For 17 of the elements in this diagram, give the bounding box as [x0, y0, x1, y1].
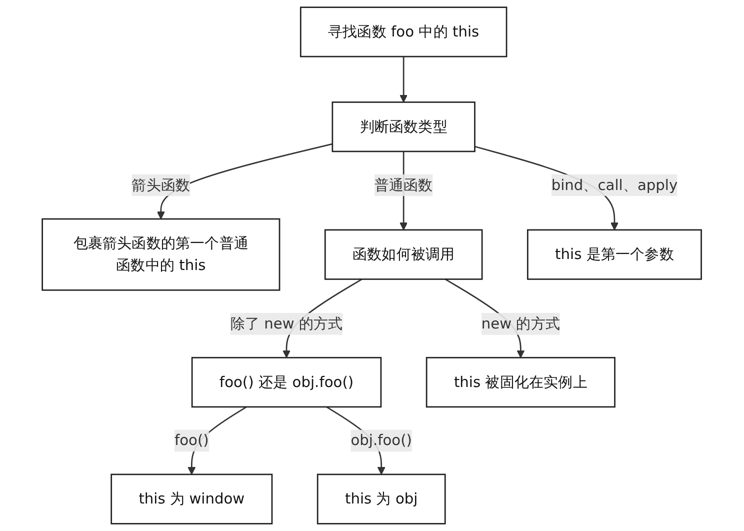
edge-label: foo(): [174, 432, 210, 449]
node-box: this 为 obj: [317, 474, 446, 524]
node-box: this 是第一个参数: [527, 229, 702, 280]
node-box: 函数如何被调用: [324, 229, 483, 280]
node-box: this 为 window: [110, 474, 273, 524]
node-box: 判断函数类型: [332, 102, 476, 152]
edge-label: bind、call、apply: [552, 176, 678, 194]
node-box: 包裹箭头函数的第一个普通函数中的 this: [42, 218, 280, 291]
edge-label: new 的方式: [482, 314, 560, 332]
edge-label: 除了 new 的方式: [230, 314, 343, 332]
edge-label: 普通函数: [374, 176, 433, 194]
edge-label: obj.foo(): [350, 432, 412, 449]
node-box: this 被固化在实例上: [426, 356, 616, 408]
node-box: 寻找函数 foo 中的 this: [300, 6, 508, 58]
edge-label: 箭头函数: [132, 176, 190, 194]
node-box: foo() 还是 obj.foo(): [192, 356, 382, 408]
arrow: [400, 56, 408, 103]
